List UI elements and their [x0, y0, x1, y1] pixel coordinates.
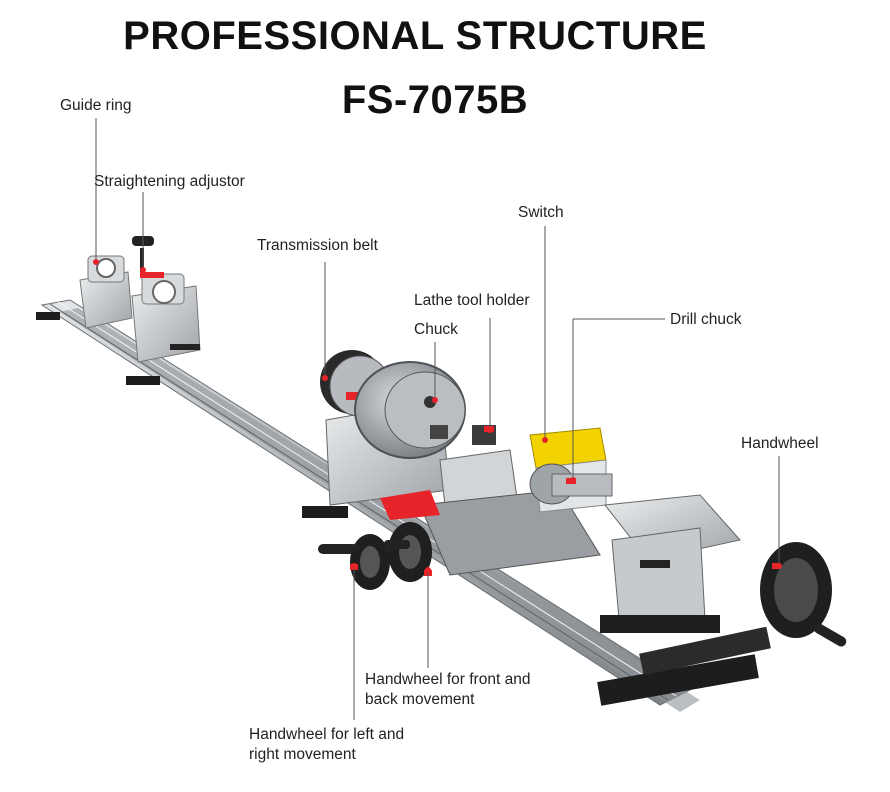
label-handwheel-left-right-line1: Handwheel for left and [249, 726, 405, 743]
rail-bed [40, 299, 700, 712]
page-title: PROFESSIONAL STRUCTURE [123, 14, 707, 58]
label-handwheel-front-back-line1: Handwheel for front and [365, 671, 531, 688]
rail-foot [126, 376, 160, 385]
carriage [380, 489, 601, 576]
label-handwheel-front-back-line2: back movement [365, 691, 475, 708]
label-guide-ring: Guide ring [60, 97, 132, 114]
label-straightening-adjustor: Straightening adjustor [94, 173, 245, 190]
callout-markers [93, 259, 782, 573]
tailstock-handwheel [760, 542, 847, 647]
base-plate [639, 626, 771, 676]
main-chuck [354, 361, 466, 459]
label-drill-chuck: Drill chuck [670, 311, 742, 328]
label-handwheel: Handwheel [741, 435, 819, 452]
front-handwheels [318, 522, 432, 590]
tailstock [600, 494, 741, 633]
callout-lines [95, 118, 780, 720]
straightening-adjustor-assembly [131, 236, 201, 363]
base-plate [597, 654, 759, 706]
guide-ring-assembly [79, 255, 133, 329]
label-handwheel-left-right-line2: right movement [249, 746, 356, 763]
label-transmission-belt: Transmission belt [257, 237, 378, 254]
drill-chuck [529, 463, 613, 505]
rail-foot [36, 312, 60, 320]
rail-foot [302, 506, 348, 518]
label-lathe-tool-holder: Lathe tool holder [414, 292, 530, 309]
label-chuck: Chuck [414, 321, 458, 338]
model-number: FS-7075B [341, 78, 529, 122]
label-switch: Switch [518, 204, 564, 221]
